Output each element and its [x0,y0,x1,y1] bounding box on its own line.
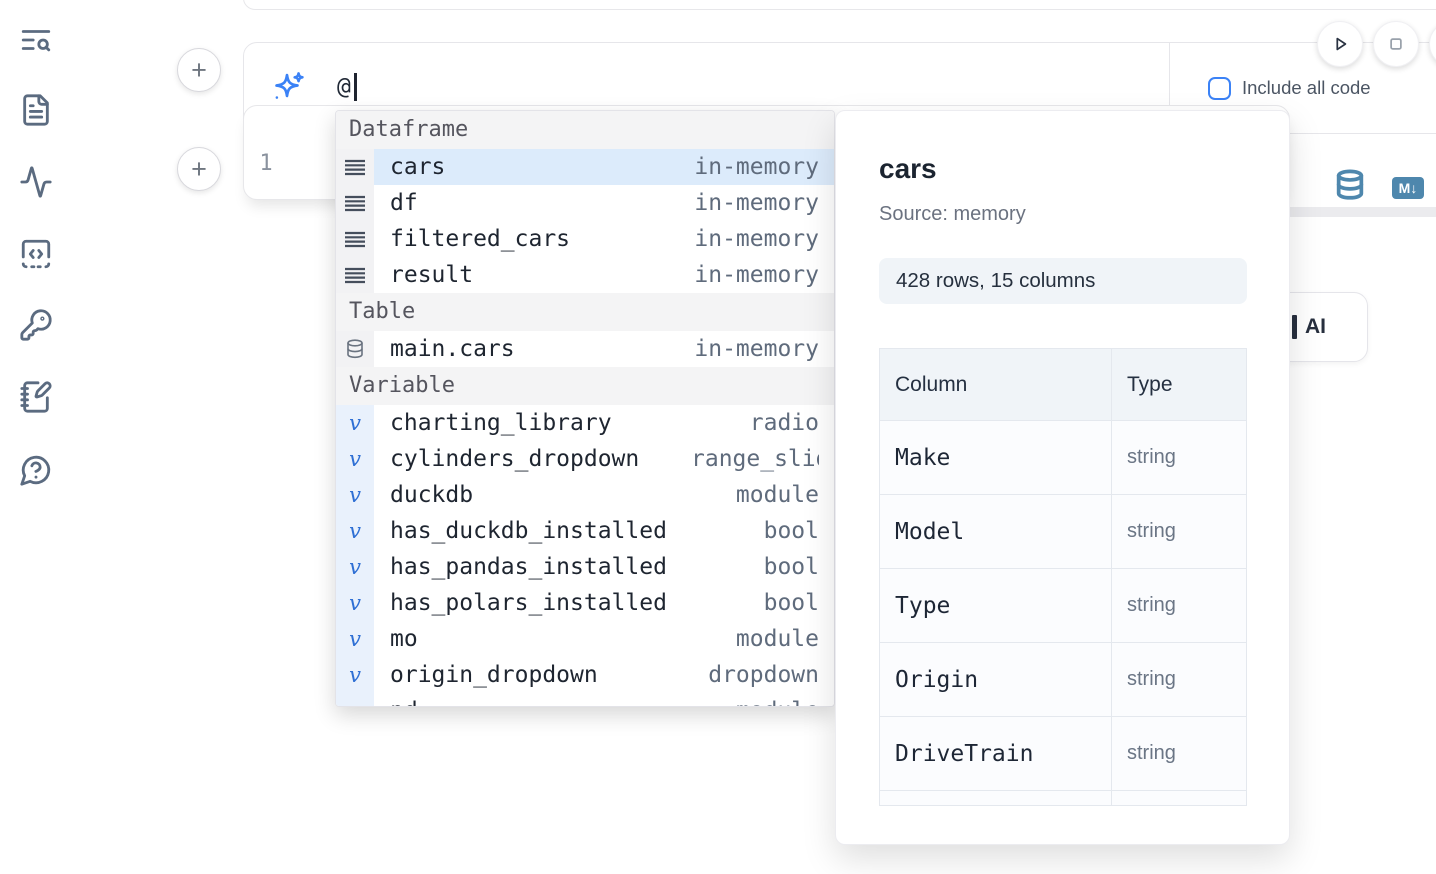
dataframe-icon [336,149,374,185]
section-header-dataframe: Dataframe [336,111,834,149]
preview-source: Source: memory [879,203,1026,225]
variable-icon: v [336,621,374,657]
run-button[interactable] [1317,21,1363,67]
variable-icon: v [336,693,374,706]
schema-table-header: Column Type [880,349,1246,421]
stop-button[interactable] [1373,21,1419,67]
variable-icon: v [336,477,374,513]
variable-icon: v [336,549,374,585]
section-header-variable: Variable [336,367,834,405]
variable-icon: v [336,513,374,549]
table-row: Origin string [880,643,1246,717]
clipped-text-fragment [1292,315,1297,339]
autocomplete-item-has-duckdb-installed[interactable]: v has_duckdb_installed bool [336,513,834,549]
convert-to-sql-button[interactable] [1334,169,1366,205]
column-header: Column [880,349,1112,421]
include-all-code-label: Include all code [1242,77,1371,98]
help-circle-icon[interactable] [19,453,53,487]
autocomplete-item-result[interactable]: result in-memory [336,257,834,293]
table-row: DriveTrain string [880,717,1246,791]
table-row: Model string [880,495,1246,569]
autocomplete-item-pd-clipped[interactable]: v pd module [336,693,834,706]
autocomplete-item-cars[interactable]: cars in-memory [336,149,834,185]
key-icon[interactable] [19,308,53,342]
variable-icon: v [336,585,374,621]
text-cursor [354,73,357,101]
stop-icon [1390,38,1402,50]
activity-icon[interactable] [19,165,53,199]
autocomplete-item-df[interactable]: df in-memory [336,185,834,221]
autocomplete-item-duckdb[interactable]: v duckdb module [336,477,834,513]
cell-gap-strip [1290,207,1436,217]
notebook-pen-icon[interactable] [19,380,53,414]
left-sidebar [0,0,72,874]
autocomplete-dropdown: Dataframe cars in-memory df in-memory fi… [335,110,835,707]
file-text-icon[interactable] [19,93,53,127]
ai-button-label: AI [1305,315,1326,338]
sparkles-icon [268,70,306,108]
previous-cell-edge [243,0,1436,10]
section-header-table: Table [336,293,834,331]
table-row: Make string [880,421,1246,495]
autocomplete-item-has-pandas-installed[interactable]: v has_pandas_installed bool [336,549,834,585]
variable-icon: v [336,441,374,477]
include-all-code-checkbox[interactable] [1208,77,1231,100]
preview-title: cars [879,153,937,184]
panel-divider [1169,43,1170,133]
dataframe-preview-panel: cars Source: memory 428 rows, 15 columns… [835,110,1290,845]
convert-to-markdown-button[interactable]: M↓ [1392,177,1424,199]
add-cell-button-bottom[interactable]: + [177,147,221,191]
line-number: 1 [259,151,273,176]
text-search-icon[interactable] [19,23,53,57]
schema-table: Column Type Make string Model string Typ… [879,348,1247,806]
variable-icon: v [336,405,374,441]
autocomplete-item-has-polars-installed[interactable]: v has_polars_installed bool [336,585,834,621]
autocomplete-item-mo[interactable]: v mo module [336,621,834,657]
database-icon [336,331,374,367]
dataframe-icon [336,257,374,293]
autocomplete-item-charting-library[interactable]: v charting_library radio [336,405,834,441]
variable-icon: v [336,657,374,693]
autocomplete-item-main-cars[interactable]: main.cars in-memory [336,331,834,367]
play-icon [1336,37,1347,51]
dataframe-icon [336,185,374,221]
add-cell-button-top[interactable]: + [177,48,221,92]
table-row: Type string [880,569,1246,643]
autocomplete-item-origin-dropdown[interactable]: v origin_dropdown dropdown [336,657,834,693]
autocomplete-item-cylinders-dropdown[interactable]: v cylinders_dropdown range_slider [336,441,834,477]
code-square-icon[interactable] [19,237,53,271]
preview-stats-badge: 428 rows, 15 columns [879,258,1247,304]
autocomplete-item-filtered-cars[interactable]: filtered_cars in-memory [336,221,834,257]
dataframe-icon [336,221,374,257]
prompt-input[interactable]: @ [337,74,351,100]
table-row-clipped [880,791,1246,805]
type-header: Type [1112,349,1246,421]
